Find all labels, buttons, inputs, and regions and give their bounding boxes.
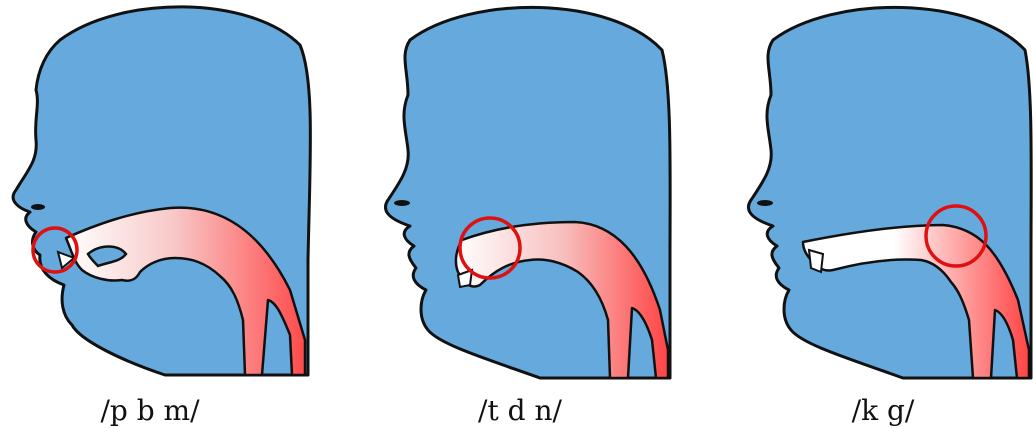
phoneme-label: /k g/: [733, 394, 1033, 427]
head-cross-section: [733, 0, 1033, 390]
diagram-velar: /k g/: [733, 0, 1033, 428]
nostril: [31, 204, 45, 210]
diagram-bilabial: /p b m/: [0, 0, 300, 428]
phoneme-label: /p b m/: [0, 394, 300, 427]
nostril: [757, 200, 773, 206]
diagram-alveolar: /t d n/: [370, 0, 670, 428]
phoneme-label: /t d n/: [370, 394, 670, 427]
head-cross-section: [0, 0, 320, 390]
head-cross-section: [370, 0, 690, 390]
nostril: [394, 200, 410, 206]
teeth-gap: [809, 250, 823, 272]
